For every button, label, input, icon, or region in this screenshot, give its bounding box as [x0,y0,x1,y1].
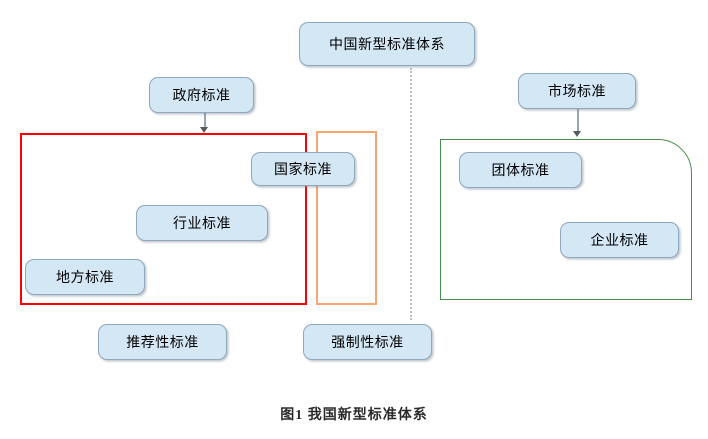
connector-market-to-frame [577,109,579,133]
arrowhead-government [200,127,208,133]
node-label: 市场标准 [548,83,606,99]
government-market-divider [410,68,412,320]
node-label: 中国新型标准体系 [329,36,445,52]
arrowhead-market [573,131,581,137]
node-recommended-standards[interactable]: 推荐性标准 [98,324,227,360]
node-label: 行业标准 [173,215,231,231]
node-local-standards[interactable]: 地方标准 [25,259,145,295]
node-label: 国家标准 [274,161,332,177]
node-label: 强制性标准 [331,334,404,350]
market-standards-frame [440,139,692,300]
node-government-standards[interactable]: 政府标准 [149,77,254,113]
node-enterprise-standards[interactable]: 企业标准 [560,222,679,258]
node-label: 团体标准 [491,162,550,178]
node-china-new-standard-system[interactable]: 中国新型标准体系 [299,22,475,66]
node-label: 企业标准 [590,232,649,248]
recommended-standards-frame [20,133,307,305]
figure-caption: 图1 我国新型标准体系 [280,408,428,423]
connector-government-to-frame [204,113,206,129]
node-industry-standards[interactable]: 行业标准 [136,205,268,241]
node-label: 地方标准 [56,269,114,285]
mandatory-standards-frame [316,131,377,305]
node-label: 政府标准 [172,87,231,103]
node-association-standards[interactable]: 团体标准 [459,152,582,188]
node-label: 推荐性标准 [126,334,199,350]
node-national-standards[interactable]: 国家标准 [251,152,355,186]
node-market-standards[interactable]: 市场标准 [518,73,636,109]
node-mandatory-standards[interactable]: 强制性标准 [303,324,432,360]
